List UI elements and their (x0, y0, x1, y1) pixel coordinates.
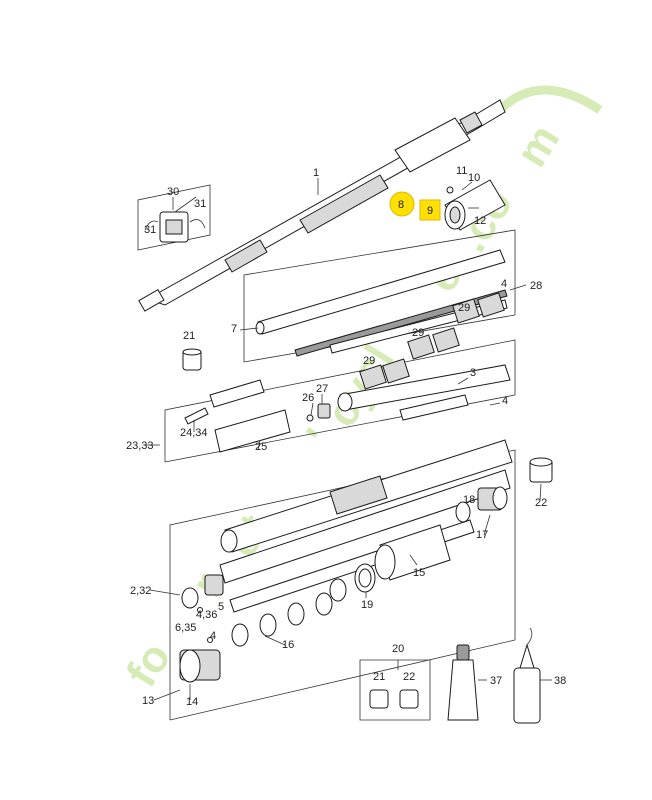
part-17-18-bushing (455, 486, 508, 523)
highlight-markers (389, 191, 441, 221)
svg-text:fo: fo (117, 634, 181, 695)
highlight-circle-8 (389, 191, 415, 217)
callout-10: 10 (468, 172, 480, 184)
part-15-sleeve (374, 524, 451, 581)
callout-29b: 29 (412, 327, 424, 339)
callout-26: 26 (302, 392, 314, 404)
part-1-drive-shaft-assembly (138, 99, 506, 312)
callout-29c: 29 (363, 355, 375, 367)
part-3-shaft (337, 364, 511, 421)
callout-13: 13 (142, 695, 154, 707)
part-22-bushing (529, 457, 553, 483)
callout-4-36: 4,36 (196, 609, 217, 621)
callout-7: 7 (231, 323, 237, 335)
part-38-oil-bottle (513, 627, 541, 724)
callout-38: 38 (554, 675, 566, 687)
callout-8: 8 (398, 199, 404, 211)
callout-17: 17 (476, 529, 488, 541)
part-20-kit (369, 689, 419, 709)
leader-lines (146, 178, 552, 701)
callout-37: 37 (490, 675, 502, 687)
svg-text:': ' (297, 420, 344, 455)
callout-6-35: 6,35 (175, 622, 196, 634)
callout-22b: 22 (403, 671, 415, 683)
parts-2-4-5-6 (181, 574, 224, 643)
callout-16: 16 (282, 639, 294, 651)
callout-4b: 4 (502, 395, 508, 407)
part-37-grease-tube (447, 644, 479, 721)
callout-31a: 31 (144, 224, 156, 236)
highlight-box-9 (419, 199, 441, 221)
callout-29a: 29 (458, 302, 470, 314)
callout-25: 25 (255, 441, 267, 453)
callout-4c: 4 (210, 630, 216, 642)
callout-9: 9 (427, 205, 433, 217)
callout-12: 12 (474, 215, 486, 227)
callout-11: 11 (456, 165, 467, 177)
callout-31b: 31 (194, 198, 206, 210)
part-29-bearings (359, 292, 505, 390)
part-14-threaded-sleeve (179, 649, 221, 683)
callout-22a: 22 (535, 497, 547, 509)
callout-30: 30 (167, 186, 179, 198)
callout-5: 5 (218, 601, 224, 613)
callout-15: 15 (413, 567, 425, 579)
callout-18: 18 (463, 494, 475, 506)
part-30-clamp (144, 211, 206, 243)
callout-14: 14 (186, 696, 198, 708)
callout-labels: 1 2,32 3 4 4 4 4,36 5 6,35 7 8 9 10 11 1… (126, 165, 566, 708)
callout-24-34: 24,34 (180, 427, 208, 439)
svg-text:m: m (507, 116, 569, 175)
callout-19: 19 (361, 599, 373, 611)
callout-21b: 21 (373, 671, 385, 683)
part-21-bushing (182, 348, 202, 371)
callout-3: 3 (470, 367, 476, 379)
callout-23-33: 23,33 (126, 440, 154, 452)
callout-28: 28 (530, 280, 542, 292)
inner-rods (294, 289, 508, 357)
part-10-coupling (444, 179, 506, 231)
callout-21a: 21 (183, 330, 195, 342)
callout-27: 27 (316, 383, 328, 395)
part-7-tube (255, 249, 506, 335)
part-19-ring (354, 563, 376, 593)
callout-20: 20 (392, 643, 404, 655)
parts-24-25-26-27 (184, 379, 331, 453)
callout-1: 1 (313, 167, 319, 179)
callout-4a: 4 (501, 278, 507, 290)
callout-2-32: 2,32 (130, 585, 151, 597)
part-16-bearing-set (231, 578, 347, 647)
